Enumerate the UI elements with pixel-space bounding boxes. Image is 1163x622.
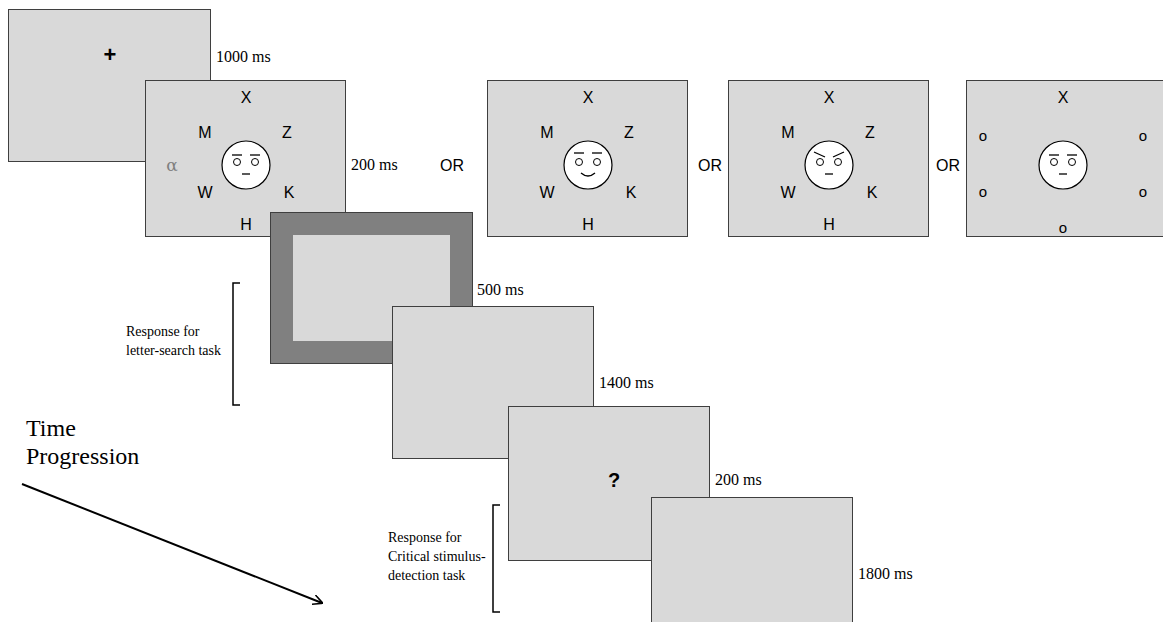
- face-eye: [835, 159, 842, 166]
- display-letter: α: [166, 156, 177, 175]
- response-bracket: [493, 505, 500, 612]
- or-label: OR: [440, 157, 464, 175]
- display-letter: o: [979, 128, 987, 145]
- duration-label: 500 ms: [477, 281, 524, 299]
- face-eye: [576, 159, 583, 166]
- duration-label: 1400 ms: [599, 374, 654, 392]
- face-outline: [222, 141, 270, 189]
- face-eye: [252, 159, 259, 166]
- display-letter: Z: [865, 124, 875, 142]
- response-label: Response for Critical stimulus-detection…: [388, 528, 490, 585]
- display-letter: M: [198, 124, 211, 142]
- duration-label: 1800 ms: [858, 565, 913, 583]
- face-outline: [805, 141, 853, 189]
- response-label: Response for letter-search task: [126, 322, 230, 360]
- display-letter: K: [284, 184, 295, 202]
- display-letter: o: [1139, 184, 1147, 201]
- face-outline: [1039, 141, 1087, 189]
- time-label: Time Progression: [26, 414, 176, 470]
- time-arrow: [22, 484, 322, 603]
- display-letter: Z: [624, 124, 634, 142]
- stimulus-screen: X M Z W K H: [728, 80, 929, 237]
- display-letter: M: [781, 124, 794, 142]
- face-brow: [592, 152, 602, 153]
- display-letter: X: [824, 89, 835, 107]
- display-letter: K: [626, 184, 637, 202]
- duration-label: 1000 ms: [216, 48, 271, 66]
- display-letter: H: [582, 216, 594, 234]
- display-letter: X: [583, 89, 594, 107]
- duration-label: 200 ms: [715, 471, 762, 489]
- fixation-cross: +: [104, 43, 117, 67]
- face-brow: [1067, 154, 1077, 155]
- face-brow: [1049, 154, 1059, 155]
- face-outline: [564, 141, 612, 189]
- display-letter: H: [240, 216, 252, 234]
- face-mouth: [581, 173, 595, 176]
- face-mouth: [1059, 173, 1067, 174]
- display-letter: M: [540, 124, 553, 142]
- face-brow: [814, 152, 825, 157]
- display-letter: o: [1139, 128, 1147, 145]
- face-brow: [833, 152, 844, 157]
- stimulus-screen: Xo o o o o: [966, 80, 1163, 237]
- face-eye: [1069, 159, 1076, 166]
- display-letter: o: [1059, 220, 1067, 237]
- display-letter: W: [780, 184, 795, 202]
- face-brow: [232, 154, 242, 155]
- face-eye: [594, 159, 601, 166]
- or-label: OR: [698, 157, 722, 175]
- face-brow: [250, 154, 260, 155]
- display-letter: W: [539, 184, 554, 202]
- display-letter: H: [823, 216, 835, 234]
- face-mouth: [825, 173, 833, 174]
- display-letter: X: [241, 89, 252, 107]
- or-label: OR: [936, 157, 960, 175]
- face-eye: [817, 159, 824, 166]
- stimulus-screen: 1800 ms: [651, 497, 853, 622]
- display-letter: X: [1058, 89, 1069, 107]
- duration-label: 200 ms: [351, 156, 398, 174]
- display-letter: o: [979, 184, 987, 201]
- face-eye: [1051, 159, 1058, 166]
- face-brow: [574, 152, 584, 153]
- display-letter: K: [867, 184, 878, 202]
- probe-mark: ?: [608, 469, 620, 491]
- face-mouth: [242, 173, 250, 174]
- face-eye: [234, 159, 241, 166]
- display-letter: W: [197, 184, 212, 202]
- response-bracket: [233, 283, 240, 405]
- display-letter: Z: [282, 124, 292, 142]
- stimulus-screen: X M Z W K H: [487, 80, 688, 237]
